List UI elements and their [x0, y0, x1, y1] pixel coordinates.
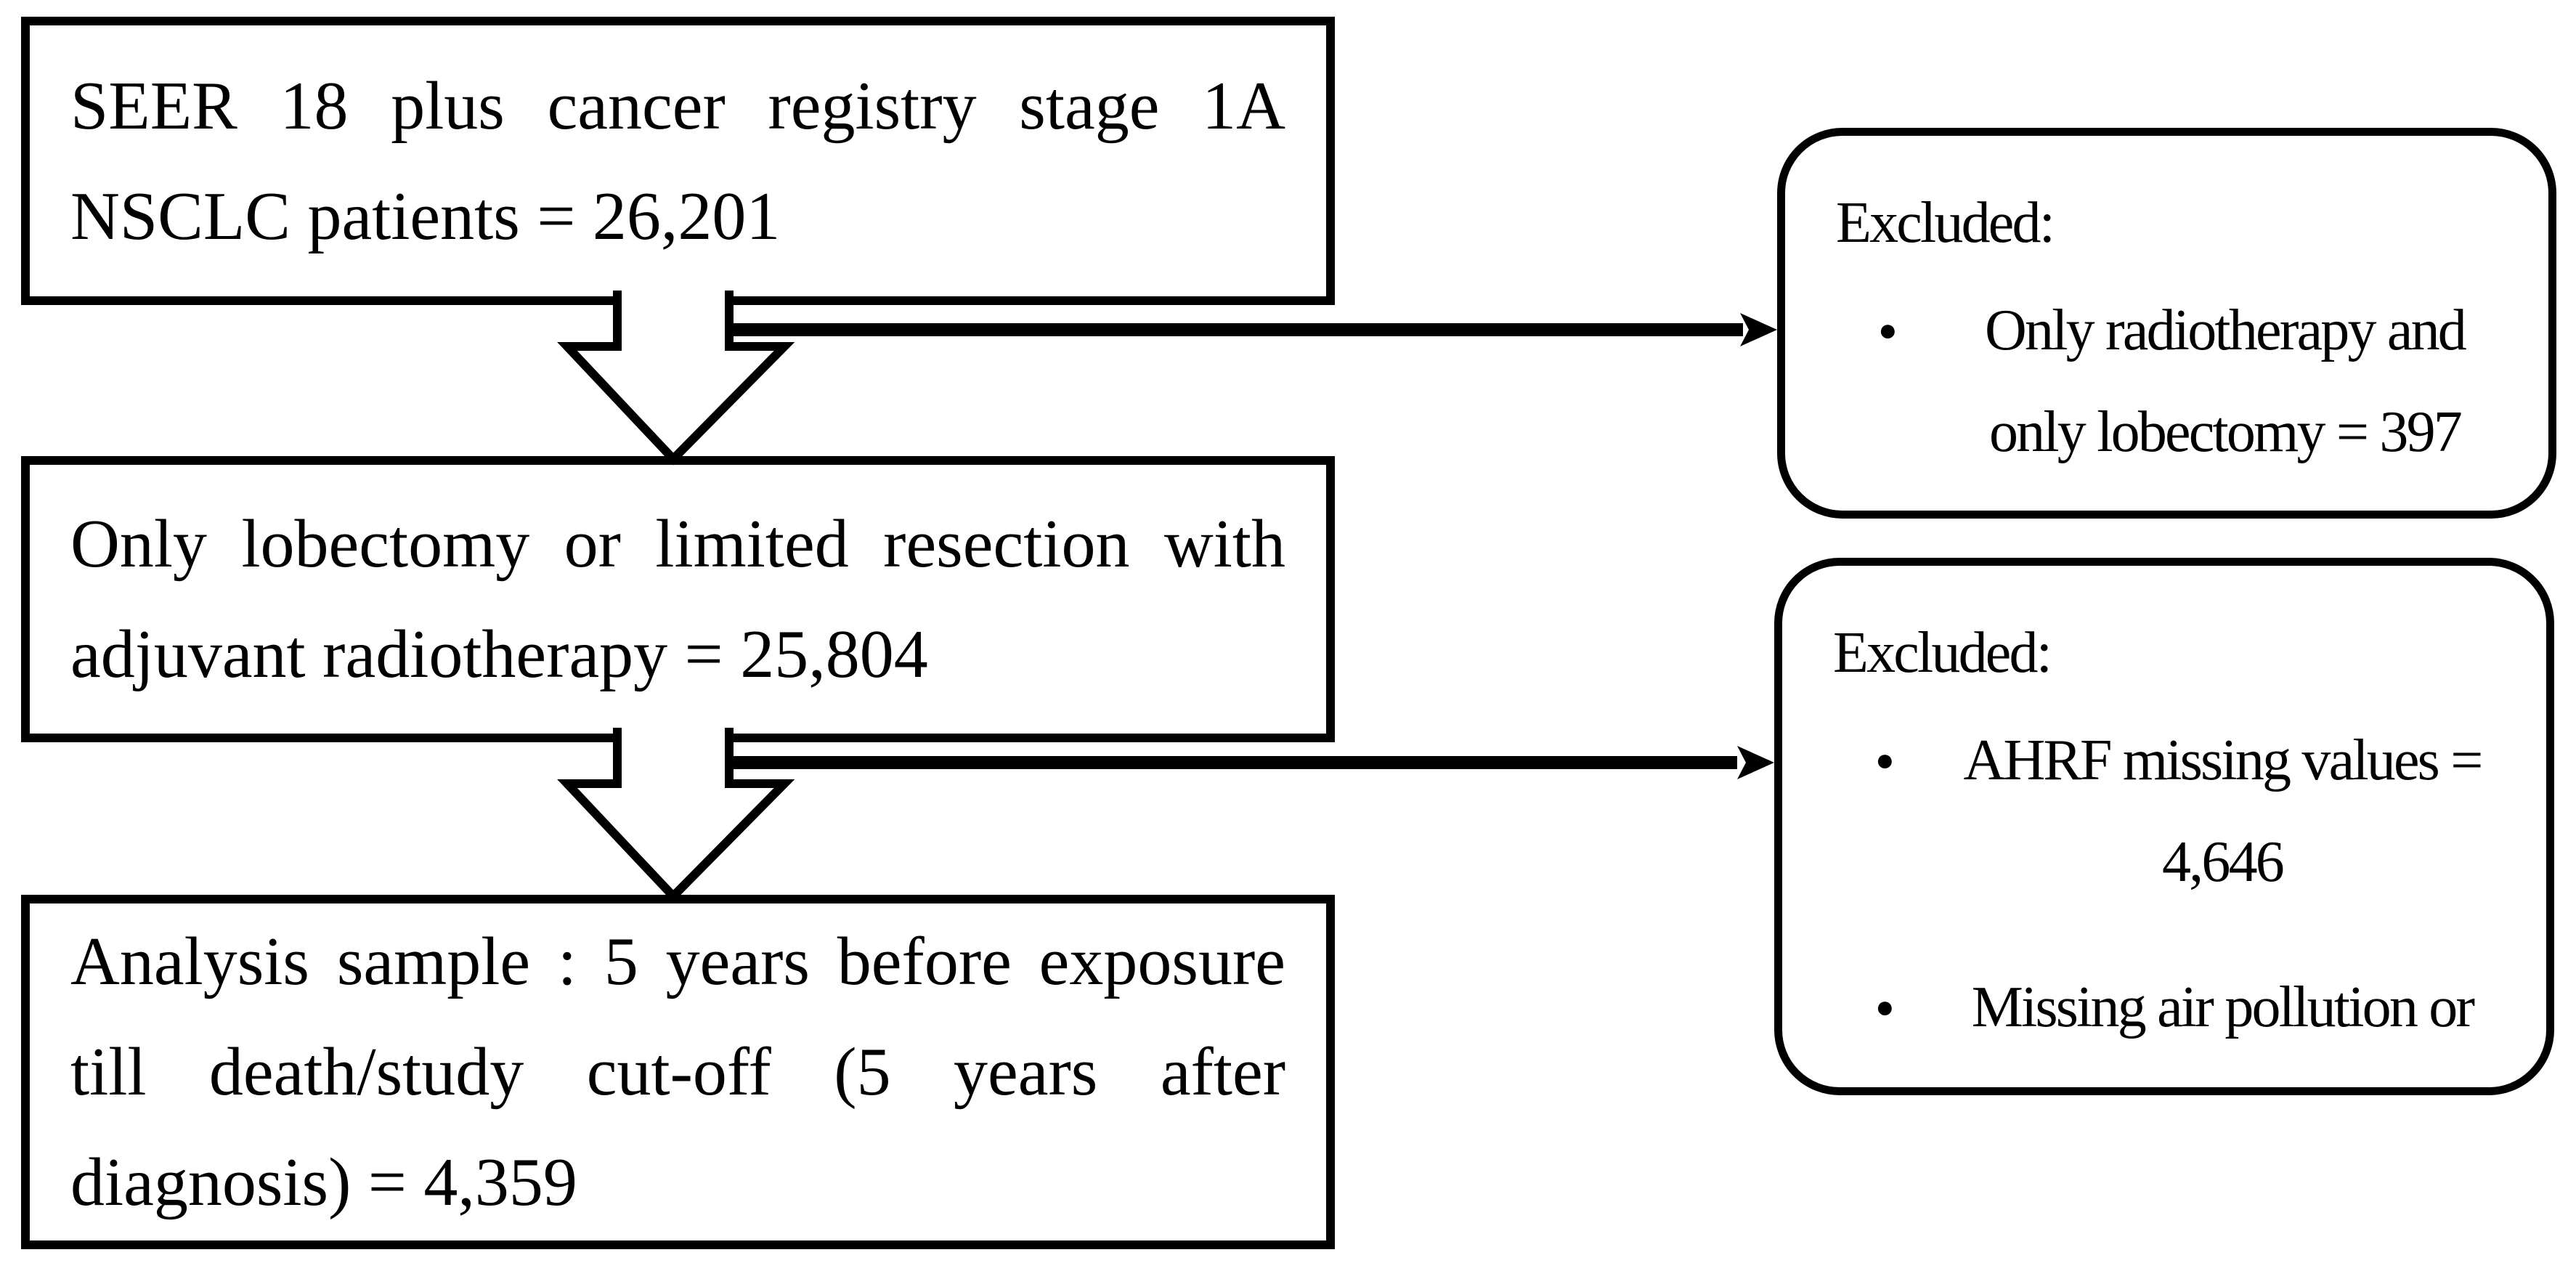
excluded-box-2: Excluded: ● AHRF missing values = 4,646 …: [1774, 558, 2554, 1095]
bullet-icon: ●: [1875, 989, 1895, 1025]
excluded-box-1: Excluded: ● Only radiotherapy and only l…: [1777, 128, 2556, 519]
excluded-title: Excluded:: [1833, 621, 2052, 685]
box-text-line: diagnosis) = 4,359: [70, 1145, 577, 1220]
box-text-line: adjuvant radiotherapy = 25,804: [70, 617, 928, 692]
list-item: ● Only radiotherapy and only lobectomy =…: [1878, 280, 2519, 483]
exclusion-arrow-1: [729, 323, 1743, 336]
list-item-line: 4,646: [2161, 830, 2285, 894]
box-text-line: till death/study cut-off (5 years after: [70, 1034, 1285, 1110]
list-item-line: Only radiotherapy and: [1985, 299, 2467, 362]
list-item-line: Missing air pollution or: [1971, 975, 2475, 1039]
box-text-line: Analysis sample : 5 years before exposur…: [70, 924, 1285, 999]
list-item: ● AHRF missing values = 4,646: [1875, 710, 2517, 913]
excluded-title: Excluded:: [1836, 191, 2055, 255]
list-item-line: AHRF missing values =: [1963, 728, 2483, 792]
box-text-line: Only lobectomy or limited resection with: [70, 506, 1285, 582]
box-text-line: NSCLC patients = 26,201: [70, 178, 781, 254]
arrowhead-icon: [1737, 746, 1774, 779]
surgery-cohort-box: Only lobectomy or limited resection with…: [21, 456, 1335, 742]
exclusion-arrow-2: [729, 756, 1737, 769]
list-item-line: only lobectomy = 397: [1988, 400, 2463, 464]
seer-cohort-box: SEER 18 plus cancer registry stage 1A NS…: [21, 17, 1335, 305]
arrowhead-icon: [1740, 313, 1777, 346]
box-text-line: SEER 18 plus cancer registry stage 1A: [70, 68, 1285, 144]
down-arrow-1: [557, 291, 795, 466]
bullet-icon: ●: [1878, 312, 1898, 348]
list-item: ● Missing air pollution or: [1875, 957, 2517, 1058]
analysis-sample-box: Analysis sample : 5 years before exposur…: [21, 895, 1335, 1249]
down-arrow-2: [557, 728, 795, 903]
excluded-list: ● Only radiotherapy and only lobectomy =…: [1836, 280, 2519, 483]
excluded-list: ● AHRF missing values = 4,646 ● Missing …: [1833, 710, 2517, 1058]
bullet-icon: ●: [1875, 742, 1895, 778]
